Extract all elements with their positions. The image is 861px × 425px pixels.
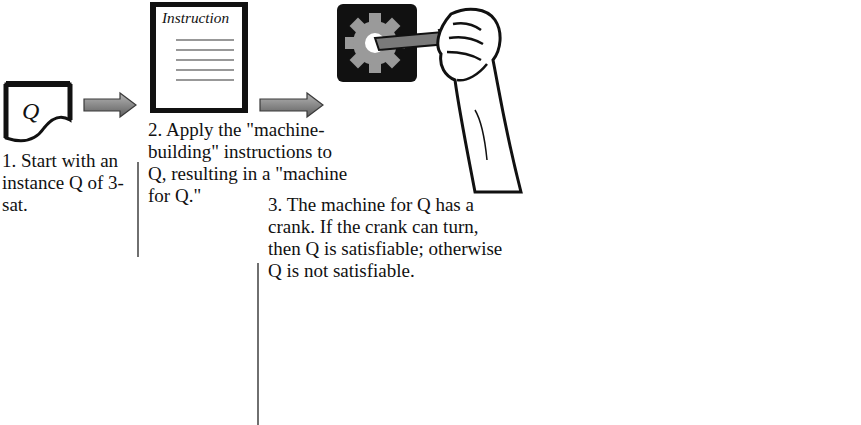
step-node: Instruction2. Apply the "machine-buildin… [148, 0, 250, 115]
block-arrow [84, 93, 136, 117]
divider-line [257, 263, 258, 425]
step-caption: 3. The machine for Q has a crank. If the… [268, 194, 513, 282]
sheet-title: Instruction [162, 8, 248, 28]
step-node: Q1. Start with an instance Q of 3-sat. [2, 80, 74, 146]
step-caption: 1. Start with an instance Q of 3-sat. [2, 150, 124, 216]
document-letter: Q [22, 98, 52, 124]
step-node: 3. The machine for Q has a crank. If the… [335, 0, 525, 195]
crank-machine-illustration [335, 0, 525, 195]
divider-line [137, 162, 138, 257]
block-arrow [260, 93, 323, 117]
step-caption: 2. Apply the "machine-building" instruct… [148, 119, 353, 207]
